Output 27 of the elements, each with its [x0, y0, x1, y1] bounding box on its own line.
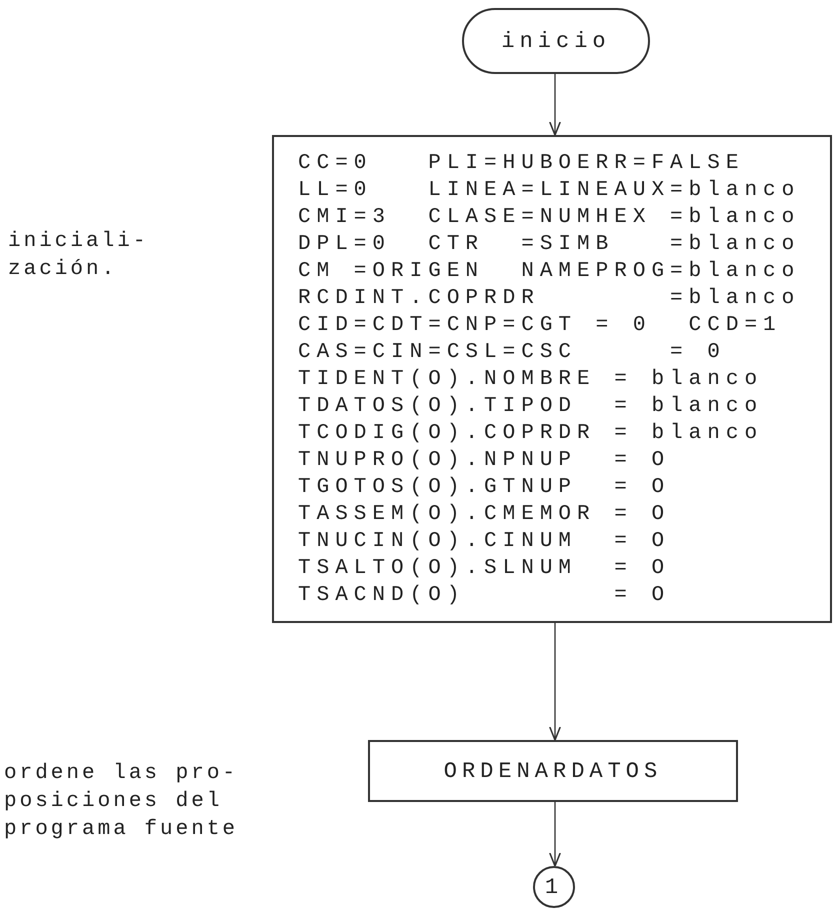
code-line: TDATOS(O).TIPOD = blanco: [298, 394, 764, 420]
code-line: RCDINT.COPRDR =blanco: [298, 286, 800, 312]
arrow: [549, 623, 561, 741]
process-box: [368, 740, 738, 802]
arrow: [549, 802, 561, 867]
code-line: DPL=0 CTR =SIMB =blanco: [298, 232, 800, 258]
code-line: TASSEM(O).CMEMOR = O: [298, 502, 670, 528]
code-line: TNUCIN(O).CINUM = O: [298, 528, 670, 554]
code-line: TCODIG(O).COPRDR = blanco: [298, 420, 764, 446]
code-line: TIDENT(O).NOMBRE = blanco: [298, 366, 764, 392]
code-line: 1: [544, 874, 564, 900]
code-line: CM =ORIGEN NAMEPROG=blanco: [298, 258, 800, 284]
code-line: ORDENARDATOS: [444, 758, 662, 784]
code-line: CMI=3 CLASE=NUMHEX =blanco: [298, 204, 800, 230]
code-line: CAS=CIN=CSL=CSC = 0: [298, 340, 726, 366]
code-line: TSALTO(O).SLNUM = O: [298, 556, 670, 582]
code-line: CID=CDT=CNP=CGT = 0 CCD=1: [298, 312, 782, 338]
code-line: TGOTOS(O).GTNUP = O: [298, 474, 670, 500]
annotation-text: iniciali- zación.: [8, 229, 150, 283]
annotation-text: ordene las pro- posiciones del programa fuente: [4, 761, 240, 843]
code-line: inicio: [501, 28, 611, 54]
code-line: TNUPRO(O).NPNUP = O: [298, 448, 670, 474]
code-line: LL=0 LINEA=LINEAUX=blanco: [298, 178, 800, 204]
code-line: TSACND(O) = O: [298, 582, 670, 608]
process-box: [272, 135, 832, 623]
code-line: CC=0 PLI=HUBOERR=FALSE: [298, 150, 744, 176]
arrow: [549, 74, 561, 136]
